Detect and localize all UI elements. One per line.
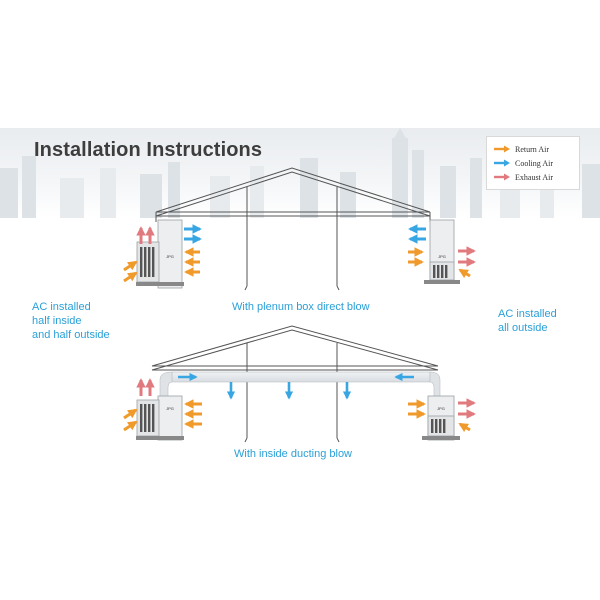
air-flow-legend: Return Air Cooling Air Exhaust Air: [486, 136, 580, 190]
caption-line: all outside: [498, 322, 548, 334]
air-arrows-right-top: [408, 224, 476, 279]
air-duct: [159, 371, 441, 399]
caption-line: AC installed: [32, 301, 91, 313]
ac-unit-right-bottom: JPG: [422, 395, 460, 441]
legend-label: Return Air: [515, 144, 549, 154]
legend-item-return-air: Return Air: [493, 143, 549, 155]
caption-right: AC installed all outside: [498, 307, 557, 335]
caption-line: half inside: [32, 315, 82, 327]
air-arrows-left-bottom: [123, 378, 202, 432]
legend-item-cooling-air: Cooling Air: [493, 157, 553, 169]
legend-label: Cooling Air: [515, 158, 554, 168]
unit-logo: JPG: [438, 254, 446, 259]
unit-logo: JPG: [166, 254, 174, 259]
legend-item-exhaust-air: Exhaust Air: [493, 171, 553, 183]
unit-logo: JPG: [437, 406, 445, 411]
unit-logo: JPG: [166, 406, 174, 411]
exhaust-air-arrow-icon: [494, 173, 510, 181]
caption-line: AC installed: [498, 308, 557, 320]
caption-line: and half outside: [32, 329, 110, 341]
caption-left: AC installed half inside and half outsid…: [32, 300, 110, 342]
ac-unit-right-top: JPG: [424, 219, 460, 284]
return-air-arrow-icon: [494, 145, 510, 153]
cooling-air-arrow-icon: [494, 159, 510, 167]
ac-unit-left-bottom: JPG: [136, 395, 184, 441]
tent-frame-top: [155, 167, 431, 291]
air-arrows-left-top: [123, 224, 202, 283]
tent-frame-bottom: [151, 325, 439, 443]
duct-airflow-arrows: [178, 372, 414, 400]
ac-unit-left-top: JPG: [136, 219, 184, 289]
legend-label: Exhaust Air: [515, 172, 553, 182]
page-title: Installation Instructions: [34, 139, 263, 161]
caption-bottom-diagram: With inside ducting blow: [234, 448, 353, 460]
air-arrows-right-bottom: [408, 398, 476, 433]
caption-top-diagram: With plenum box direct blow: [232, 301, 370, 313]
city-skyline-graphic: [0, 128, 600, 218]
